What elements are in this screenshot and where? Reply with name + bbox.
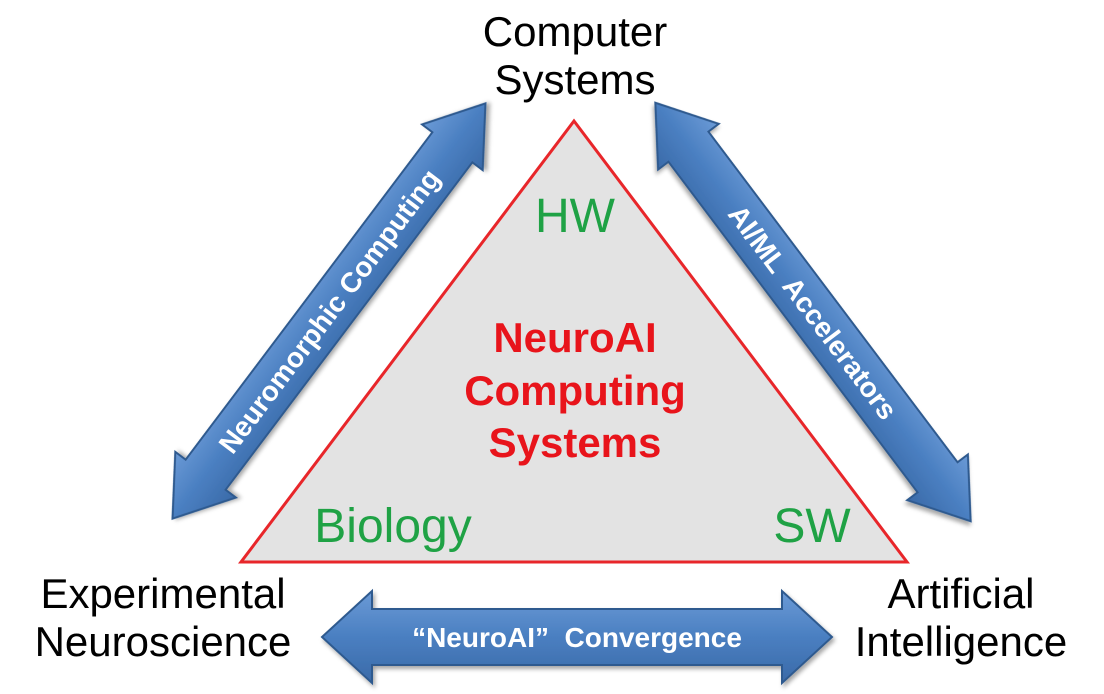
center-title-line-3: Systems [489,419,662,466]
central-triangle [237,118,911,564]
center-title-line-1: NeuroAI [493,314,656,361]
double-arrow-left-shape [171,101,487,521]
corner-label-experimental-neuroscience: Experimental Neuroscience [8,570,318,666]
corner-left-line-2: Neuroscience [34,618,292,665]
corner-top-line-2: Systems [494,56,656,103]
double-arrow-bottom-shape [320,588,834,686]
triangle-label-sw: SW [773,500,851,553]
triangle-label-biology: Biology [314,500,471,553]
corner-right-line-2: Intelligence [854,618,1068,665]
double-arrow-right-shape [654,101,972,523]
triangle-label-hw: HW [535,190,616,243]
arrow-label-convergence: “NeuroAI” Convergence [412,622,742,653]
corner-left-line-1: Experimental [40,570,286,617]
arrow-convergence: “NeuroAI” Convergence [320,588,834,686]
corner-right-line-1: Artificial [887,570,1035,617]
corner-top-line-1: Computer [482,8,668,55]
center-title-line-2: Computing [464,367,686,414]
corner-label-artificial-intelligence: Artificial Intelligence [826,570,1096,666]
corner-label-computer-systems: Computer Systems [440,8,710,104]
